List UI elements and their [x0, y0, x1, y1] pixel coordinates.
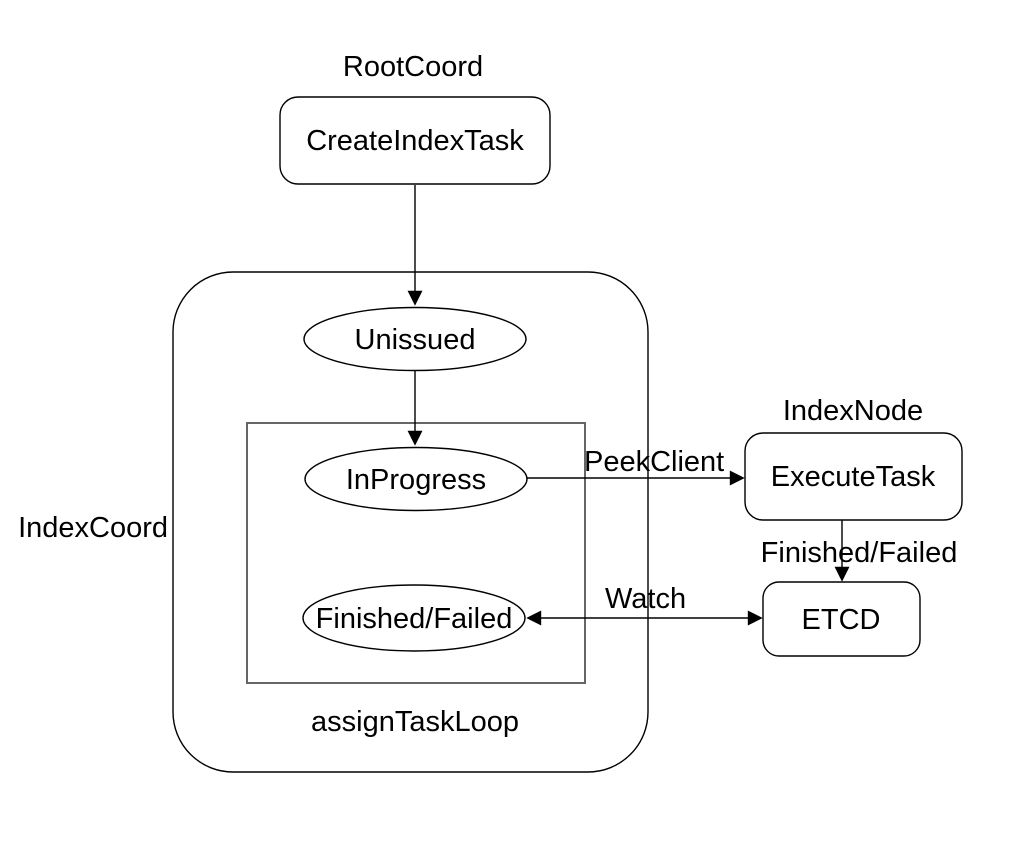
watch-edge-label: Watch	[605, 583, 686, 615]
finished-failed-edge-label: Finished/Failed	[761, 537, 958, 569]
finished-failed-label: Finished/Failed	[316, 603, 513, 635]
etcd-node	[762, 581, 921, 657]
assign-task-loop-label: assignTaskLoop	[311, 706, 519, 738]
etcd-label: ETCD	[802, 604, 881, 636]
index-coord-container	[172, 271, 649, 773]
index-coord-group-label: IndexCoord	[18, 512, 168, 544]
root-coord-group-label: RootCoord	[343, 51, 483, 83]
execute-task-node	[744, 432, 963, 521]
finished-failed-node	[302, 584, 526, 652]
in-progress-node	[304, 446, 528, 512]
execute-task-label: ExecuteTask	[771, 461, 936, 493]
in-progress-label: InProgress	[346, 464, 486, 496]
assign-task-loop-box	[246, 422, 586, 684]
index-node-group-label: IndexNode	[783, 395, 923, 427]
unissued-node	[303, 306, 527, 372]
unissued-label: Unissued	[355, 324, 476, 356]
peek-client-edge-label: PeekClient	[584, 446, 724, 478]
create-index-task-node	[279, 96, 551, 185]
create-index-task-label: CreateIndexTask	[306, 125, 524, 157]
